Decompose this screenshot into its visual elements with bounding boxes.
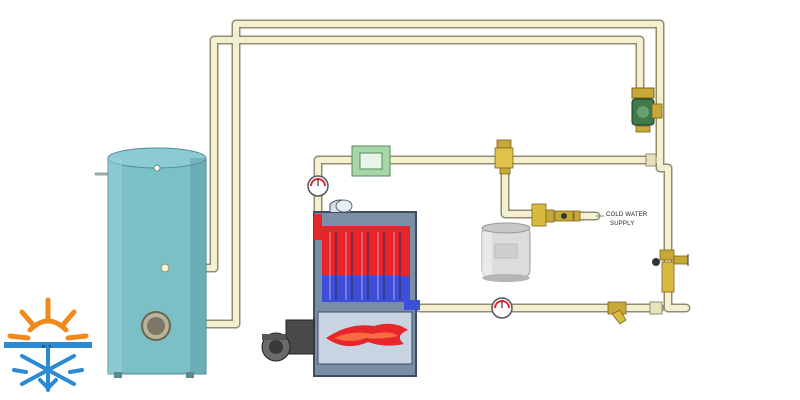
circulator-pump [631,87,663,133]
y-strainer [607,301,627,325]
pipe-fittings [645,153,663,315]
pressure-relief-valve [494,139,514,175]
cold-water-label-line1: COLD WATER [606,212,648,218]
relief-valve-right [652,249,689,293]
tank-port-icon [153,164,161,172]
boiler [313,199,420,377]
snowflake-sun-logo [4,297,92,392]
cold-water-label-line2: SUPPLY [610,221,634,227]
temperature-gauge-top [307,175,329,197]
oil-burner [261,319,315,362]
temperature-gauge-bottom [491,297,513,319]
aquastat-control [351,145,391,177]
storage-tank [107,147,207,378]
expansion-tank [481,222,531,282]
pressure-reducing-valve [531,203,581,227]
